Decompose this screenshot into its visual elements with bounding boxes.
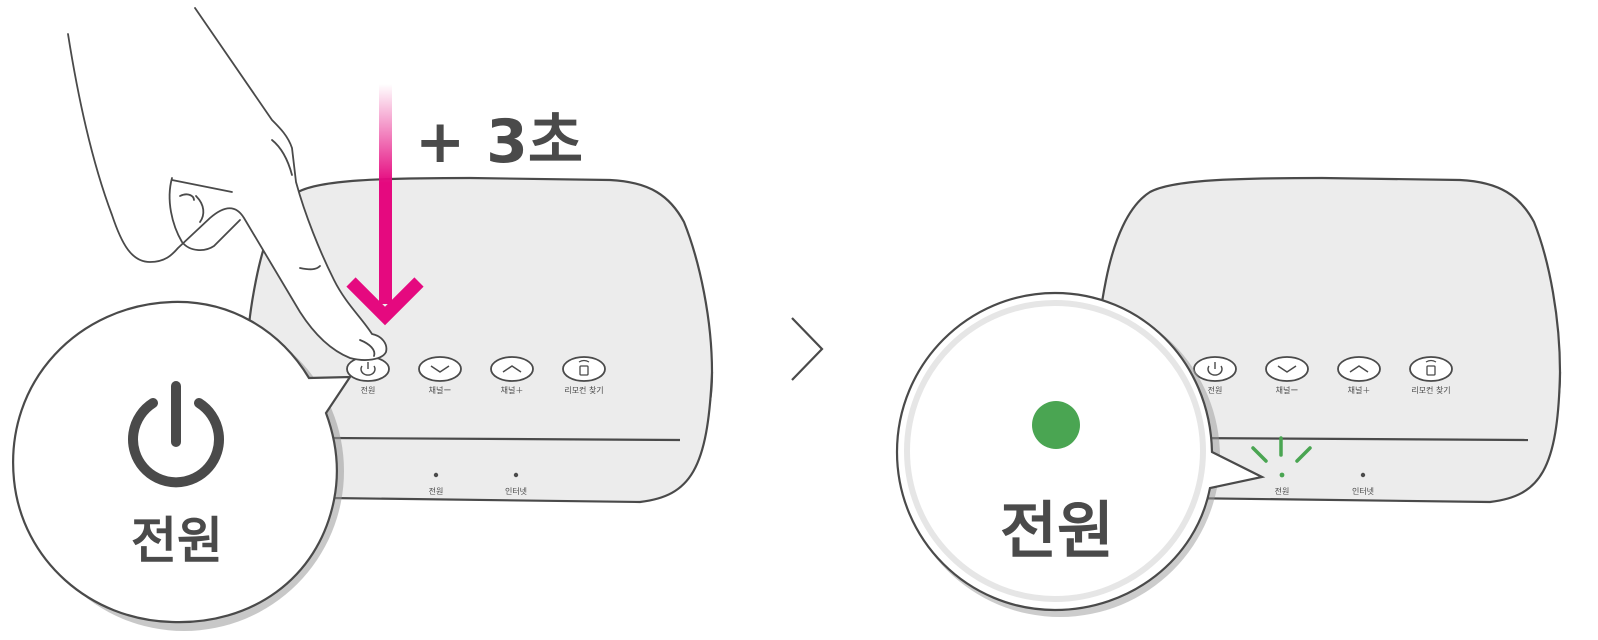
step1-remote-finder-button[interactable] xyxy=(562,356,606,382)
power-icon xyxy=(128,381,224,488)
step2-zoom-callout: 전원 xyxy=(895,291,1266,617)
power-icon xyxy=(360,362,376,376)
zoom-power-label: 전원 xyxy=(1000,494,1114,567)
step2-power-button[interactable] xyxy=(1193,356,1237,382)
step1-button-label: 리모컨 찾기 xyxy=(564,385,603,395)
step2-button-label: 리모컨 찾기 xyxy=(1411,385,1450,395)
chevron-down-icon xyxy=(1277,365,1297,373)
power-icon xyxy=(1207,362,1223,376)
chevron-up-icon xyxy=(502,365,522,373)
step1-button-label: 채널＋ xyxy=(501,385,524,395)
step2-button-label: 채널＋ xyxy=(1348,385,1371,395)
step1-button-label: 채널ー xyxy=(429,385,452,395)
chevron-down-icon xyxy=(430,365,450,373)
step2-button-label: 전원 xyxy=(1208,385,1223,395)
press-arrow xyxy=(346,84,424,326)
step2-power-led xyxy=(1279,472,1285,478)
step1-channel-up-button[interactable] xyxy=(490,356,534,382)
step2-panel: 전원 채널ー 채널＋ 리모컨 찾기 전원 인터넷 전원 xyxy=(895,176,1562,617)
step1-led-label: 인터넷 xyxy=(505,486,527,496)
step2-led-label: 전원 xyxy=(1275,486,1290,496)
step1-zoom-callout: 전원 xyxy=(12,300,353,631)
power-led-on-indicator xyxy=(1032,401,1080,449)
chevron-up-icon xyxy=(1349,365,1369,373)
next-step-chevron-icon xyxy=(791,317,824,381)
step2-power-led-glow xyxy=(1251,436,1312,463)
step1-channel-down-button[interactable] xyxy=(418,356,462,382)
hand-illustration xyxy=(67,7,388,361)
step1-button-label: 전원 xyxy=(361,385,376,395)
step2-remote-finder-button[interactable] xyxy=(1409,356,1453,382)
step2-channel-up-button[interactable] xyxy=(1337,356,1381,382)
step1-power-led xyxy=(433,472,439,478)
step1-led-label: 전원 xyxy=(429,486,444,496)
step2-button-label: 채널ー xyxy=(1276,385,1299,395)
step2-internet-led xyxy=(1360,472,1366,478)
remote-icon xyxy=(578,359,590,376)
press-duration-label: + 3초 xyxy=(415,107,583,177)
step1-panel: 전원 채널ー 채널＋ 리모컨 찾기 전원 인터넷 + 3초 xyxy=(12,7,714,631)
step2-channel-down-button[interactable] xyxy=(1265,356,1309,382)
zoom-power-label: 전원 xyxy=(131,512,223,570)
remote-icon xyxy=(1425,359,1437,376)
step1-internet-led xyxy=(513,472,519,478)
step2-led-label: 인터넷 xyxy=(1352,486,1374,496)
